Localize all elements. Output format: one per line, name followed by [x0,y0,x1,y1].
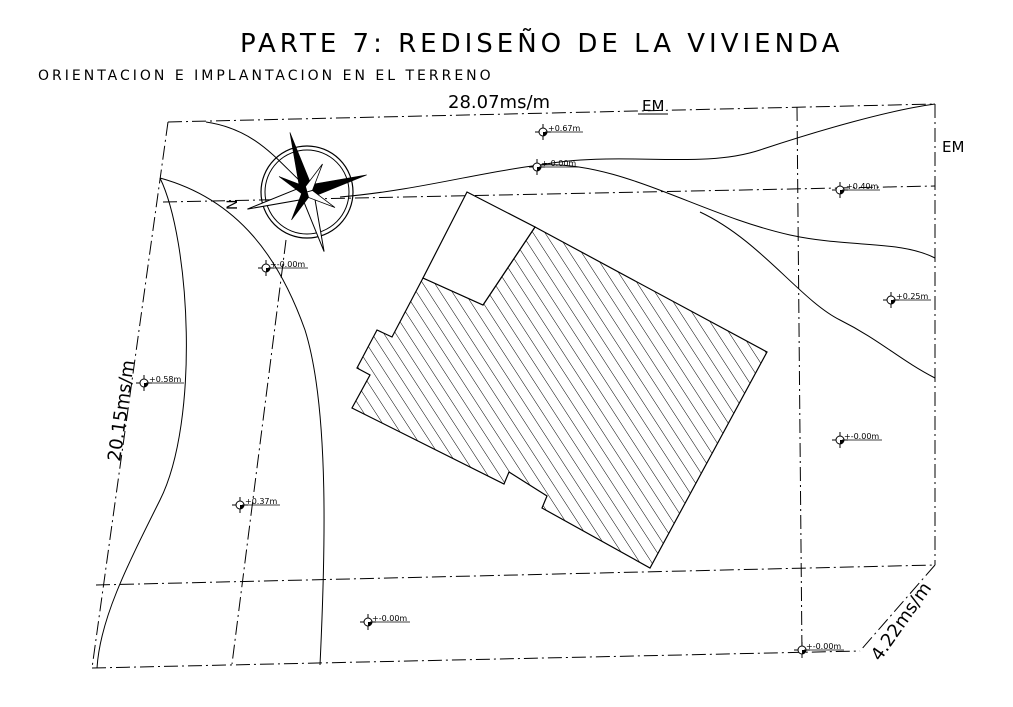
em-marker-right: EM [942,138,964,156]
dimension-left: 20.15ms/m [104,359,139,463]
elevation-label: +0.67m [548,124,581,133]
building-footprint [351,191,768,569]
elevation-marker-icon [136,375,184,391]
compass-rose: N [225,132,367,252]
drawing-title: PARTE 7: REDISEÑO DE LA VIVIENDA [240,27,843,59]
terrain-contours [96,103,936,669]
dimension-bottom-right: 4.22ms/m [867,579,936,665]
elevation-label: +-0.00m [270,260,305,269]
elevation-label: +0.37m [245,497,278,506]
elevation-label: +0.40m [846,182,879,191]
elevation-marker-icon [883,292,931,308]
elevation-marker-icon [258,260,308,276]
elevation-label: +0.58m [149,375,182,384]
elevation-label: +-0.00m [372,614,407,623]
lot-boundary [91,103,936,669]
elevation-label: +-0.00m [806,642,841,651]
elevation-marker-icon [832,182,880,198]
elevation-label: +0.25m [896,292,929,301]
elevation-label: +-0.00m [844,432,879,441]
elevation-marker-icon [529,159,579,175]
dimension-top: 28.07ms/m [448,92,550,113]
em-marker-top: EM [642,97,664,115]
elevation-marker-icon [360,614,410,630]
elevation-marker-icon [794,642,844,658]
elevation-label: +-0.00m [541,159,576,168]
elevation-marker-icon [832,432,882,448]
elevation-marker-icon [535,124,583,140]
north-icon: N [225,200,241,210]
elevation-points: +0.67m +-0.00m +0.40m +-0.00m +0.25m [136,124,931,658]
drawing-subtitle: ORIENTACION E IMPLANTACION EN EL TERRENO [38,68,494,84]
elevation-marker-icon [232,497,280,513]
